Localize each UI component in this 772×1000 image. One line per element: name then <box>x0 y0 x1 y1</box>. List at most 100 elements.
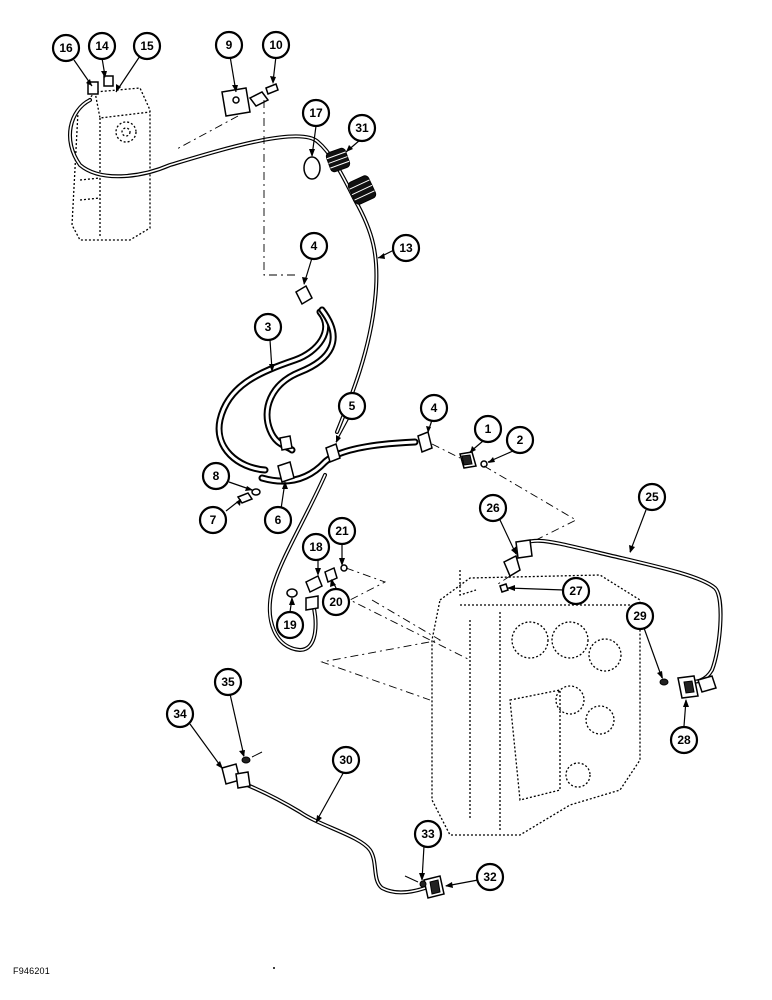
transmission-housing <box>431 570 641 836</box>
callout-4-lower: 4 <box>419 393 449 423</box>
oring-35 <box>241 756 251 764</box>
callout-5: 5 <box>337 391 367 421</box>
svg-text:32: 32 <box>483 870 497 884</box>
svg-text:31: 31 <box>355 121 369 135</box>
svg-text:30: 30 <box>339 753 353 767</box>
tube-13 <box>67 98 379 434</box>
hose-3 <box>215 306 337 474</box>
callout-34: 34 <box>165 699 195 729</box>
svg-text:18: 18 <box>309 540 323 554</box>
fitting-34 <box>221 763 251 789</box>
svg-text:1: 1 <box>485 422 492 436</box>
svg-text:8: 8 <box>213 469 220 483</box>
svg-text:27: 27 <box>569 584 583 598</box>
fitting-1 <box>459 451 477 469</box>
svg-text:26: 26 <box>486 501 500 515</box>
line-33 <box>404 875 419 883</box>
center-line-c <box>483 465 577 549</box>
oring-29 <box>659 678 669 686</box>
seal-27 <box>499 583 509 593</box>
fitting-26 <box>497 539 533 585</box>
callouts: 16 14 15 9 10 17 31 13 4 3 5 4 1 2 8 7 6… <box>51 30 699 892</box>
svg-text:20: 20 <box>329 595 343 609</box>
tube-25 <box>513 538 723 684</box>
callout-13: 13 <box>391 233 421 263</box>
sleeves-31 <box>325 147 377 205</box>
svg-text:35: 35 <box>221 675 235 689</box>
svg-text:14: 14 <box>95 39 109 53</box>
oring-2 <box>480 460 488 468</box>
callout-27: 27 <box>561 576 591 606</box>
svg-text:5: 5 <box>349 399 356 413</box>
callout-30: 30 <box>331 745 361 775</box>
figure-id: F946201 <box>13 966 50 976</box>
center-line-e <box>320 599 442 701</box>
callout-17: 17 <box>301 98 331 128</box>
svg-text:10: 10 <box>269 38 283 52</box>
tube-30 <box>238 780 427 895</box>
callout-10: 10 <box>261 30 291 60</box>
fitting-32 <box>423 875 445 899</box>
callout-2: 2 <box>505 425 535 455</box>
callout-9: 9 <box>214 30 244 60</box>
bracket-9 <box>174 87 270 151</box>
callout-6: 6 <box>263 505 293 535</box>
clip-small <box>279 435 293 451</box>
callout-14: 14 <box>87 31 117 61</box>
callout-28: 28 <box>669 725 699 755</box>
callout-35: 35 <box>213 667 243 697</box>
svg-text:2: 2 <box>517 433 524 447</box>
oring-33 <box>419 880 427 888</box>
svg-text:6: 6 <box>275 513 282 527</box>
clamp-17 <box>303 156 321 180</box>
callout-21: 21 <box>327 516 357 546</box>
callout-3: 3 <box>253 312 283 342</box>
svg-text:16: 16 <box>59 41 73 55</box>
callout-26: 26 <box>478 493 508 523</box>
center-line-b <box>431 443 461 459</box>
svg-text:13: 13 <box>399 241 413 255</box>
callout-18: 18 <box>301 532 331 562</box>
svg-text:15: 15 <box>140 39 154 53</box>
svg-text:4: 4 <box>311 239 318 253</box>
svg-text:19: 19 <box>283 618 297 632</box>
leader-lines <box>73 55 687 887</box>
svg-text:33: 33 <box>421 827 435 841</box>
arrowheads <box>86 71 689 888</box>
svg-text:7: 7 <box>210 513 217 527</box>
upper-valve-body <box>71 75 151 241</box>
clip-5 <box>325 442 341 464</box>
stray-dot <box>273 967 275 969</box>
callout-20: 20 <box>321 587 351 617</box>
callout-32: 32 <box>475 862 505 892</box>
callout-4-upper: 4 <box>299 231 329 261</box>
callout-31: 31 <box>347 113 377 143</box>
callout-1: 1 <box>473 414 503 444</box>
center-line-d <box>345 567 471 661</box>
svg-text:17: 17 <box>309 106 323 120</box>
callout-16: 16 <box>51 33 81 63</box>
svg-text:25: 25 <box>645 490 659 504</box>
callout-33: 33 <box>413 819 443 849</box>
callout-8: 8 <box>201 461 231 491</box>
center-line-a <box>263 100 298 276</box>
callout-7: 7 <box>198 505 228 535</box>
svg-text:4: 4 <box>431 401 438 415</box>
clip-6 <box>277 461 295 483</box>
clip-4-upper <box>295 284 313 306</box>
svg-text:28: 28 <box>677 733 691 747</box>
callout-25: 25 <box>637 482 667 512</box>
svg-text:21: 21 <box>335 524 349 538</box>
svg-text:34: 34 <box>173 707 187 721</box>
svg-text:9: 9 <box>226 38 233 52</box>
svg-text:3: 3 <box>265 320 272 334</box>
callout-19: 19 <box>275 610 305 640</box>
fitting-4-lower <box>417 430 433 454</box>
callout-29: 29 <box>625 601 655 631</box>
fitting-28 <box>677 675 717 699</box>
washer-8 <box>251 488 261 496</box>
callout-15: 15 <box>132 31 162 61</box>
screw-10 <box>265 83 279 95</box>
line-35 <box>251 751 263 758</box>
